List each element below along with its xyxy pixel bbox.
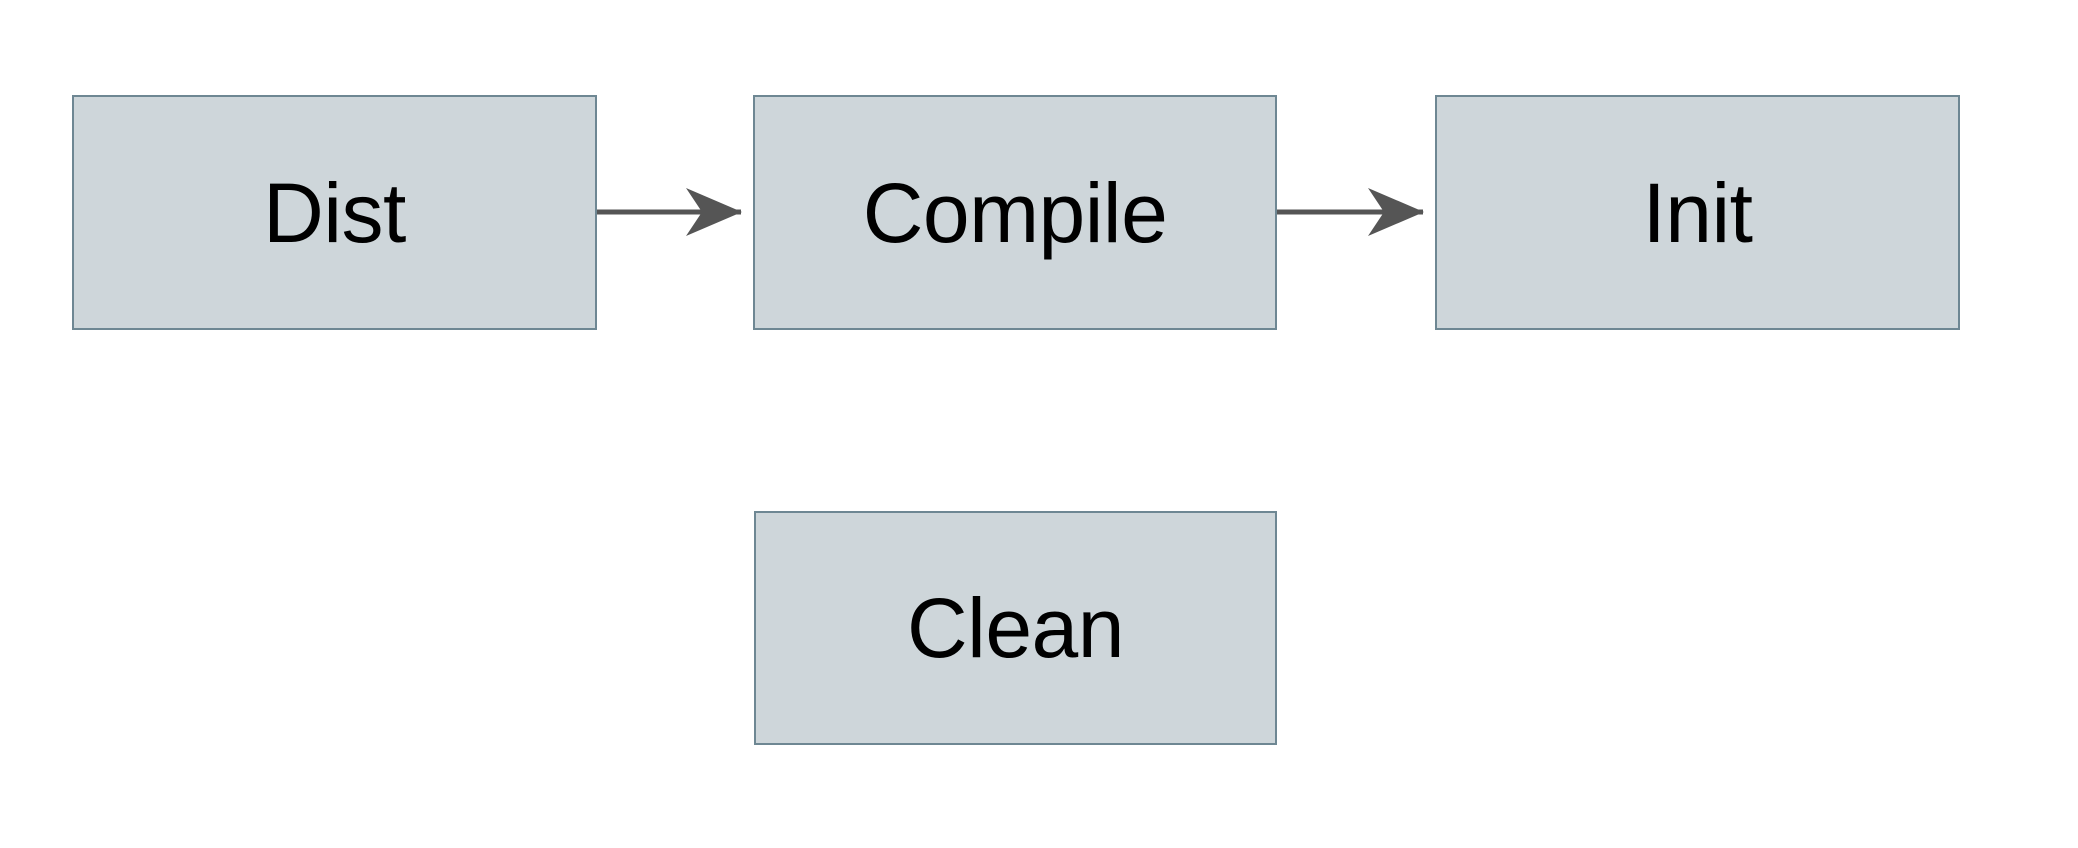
node-compile[interactable]: Compile bbox=[753, 95, 1277, 330]
node-dist[interactable]: Dist bbox=[72, 95, 597, 330]
node-clean[interactable]: Clean bbox=[754, 511, 1277, 745]
node-dist-label: Dist bbox=[263, 165, 406, 260]
node-compile-label: Compile bbox=[862, 165, 1168, 260]
node-clean-label: Clean bbox=[907, 581, 1124, 675]
node-init-label: Init bbox=[1642, 165, 1753, 260]
node-init[interactable]: Init bbox=[1435, 95, 1960, 330]
